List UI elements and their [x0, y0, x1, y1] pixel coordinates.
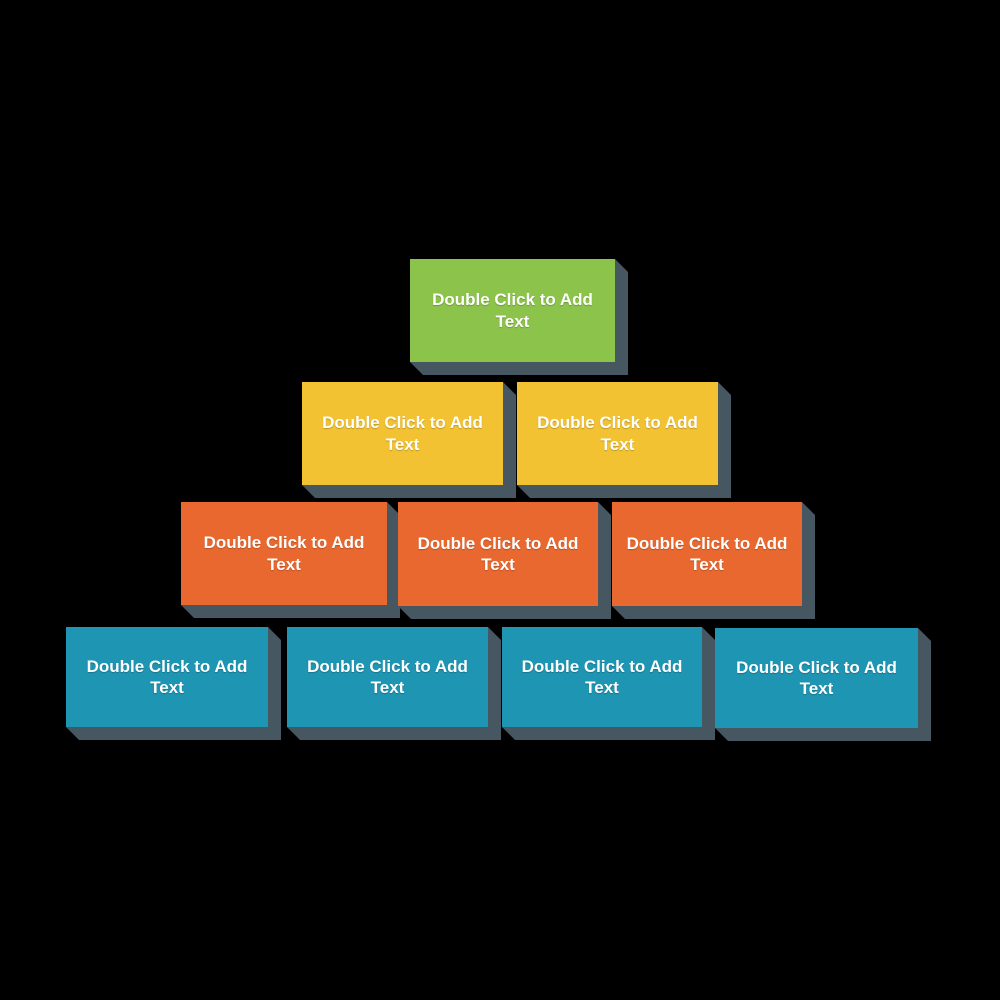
pyramid-box-level1-1[interactable]: Double Click to Add Text	[410, 259, 615, 362]
pyramid-box-label: Double Click to Add Text	[417, 533, 579, 575]
pyramid-box-level3-2[interactable]: Double Click to Add Text	[398, 502, 598, 606]
pyramid-box-label: Double Click to Add Text	[322, 413, 483, 454]
pyramid-box-level4-4[interactable]: Double Click to Add Text	[715, 628, 918, 728]
pyramid-box-label: Double Click to Add Text	[203, 533, 365, 574]
pyramid-box-level3-1[interactable]: Double Click to Add Text	[181, 502, 387, 605]
pyramid-box-label: Double Click to Add Text	[86, 656, 248, 698]
pyramid-box-level4-1[interactable]: Double Click to Add Text	[66, 627, 268, 727]
pyramid-box-label: Double Click to Add Text	[307, 656, 468, 698]
pyramid-box-label: Double Click to Add Text	[432, 290, 593, 331]
pyramid-box-label: Double Click to Add Text	[537, 413, 698, 454]
pyramid-box-level2-2[interactable]: Double Click to Add Text	[517, 382, 718, 485]
pyramid-box-label: Double Click to Add Text	[626, 533, 788, 575]
pyramid-box-level4-2[interactable]: Double Click to Add Text	[287, 627, 488, 727]
pyramid-box-level4-3[interactable]: Double Click to Add Text	[502, 627, 702, 727]
pyramid-box-label: Double Click to Add Text	[521, 656, 683, 698]
pyramid-box-label: Double Click to Add Text	[736, 657, 897, 699]
pyramid-box-level3-3[interactable]: Double Click to Add Text	[612, 502, 802, 606]
pyramid-box-level2-1[interactable]: Double Click to Add Text	[302, 382, 503, 485]
